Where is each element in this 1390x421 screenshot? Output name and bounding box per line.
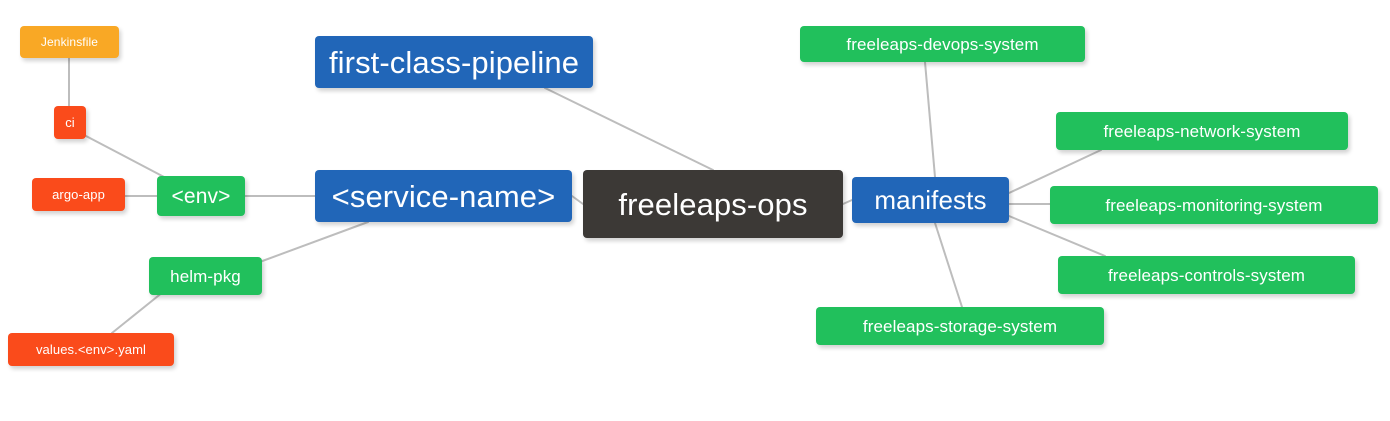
edge-e-root-manifests	[842, 199, 853, 205]
node-controls[interactable]: freeleaps-controls-system	[1058, 256, 1355, 294]
node-devops[interactable]: freeleaps-devops-system	[800, 26, 1085, 62]
node-label-service-name: <service-name>	[331, 178, 556, 214]
node-helm-pkg[interactable]: helm-pkg	[149, 257, 262, 295]
node-argo-app[interactable]: argo-app	[32, 178, 125, 211]
node-label-storage: freeleaps-storage-system	[862, 316, 1058, 336]
edge-e-env-ci	[85, 135, 167, 179]
node-manifests[interactable]: manifests	[852, 177, 1009, 223]
node-monitoring[interactable]: freeleaps-monitoring-system	[1050, 186, 1378, 224]
node-env[interactable]: <env>	[157, 176, 245, 216]
edge-e-helm-values	[111, 291, 164, 334]
node-label-argo-app: argo-app	[52, 187, 105, 202]
edge-e-service-helm	[256, 221, 369, 264]
node-label-ci: ci	[65, 115, 75, 130]
edge-e-manifests-storage	[934, 222, 963, 308]
node-label-devops: freeleaps-devops-system	[846, 34, 1039, 54]
node-network[interactable]: freeleaps-network-system	[1056, 112, 1348, 150]
node-ci[interactable]: ci	[54, 106, 86, 139]
node-label-controls: freeleaps-controls-system	[1107, 265, 1306, 285]
node-values-yaml[interactable]: values.<env>.yaml	[8, 333, 174, 366]
node-label-network: freeleaps-network-system	[1103, 121, 1301, 141]
node-root[interactable]: freeleaps-ops	[583, 170, 843, 238]
node-label-monitoring: freeleaps-monitoring-system	[1105, 195, 1323, 215]
node-storage[interactable]: freeleaps-storage-system	[816, 307, 1104, 345]
node-label-jenkinsfile: Jenkinsfile	[40, 35, 99, 49]
node-label-manifests: manifests	[874, 185, 987, 215]
node-label-helm-pkg: helm-pkg	[170, 266, 241, 286]
node-service-name[interactable]: <service-name>	[315, 170, 572, 222]
node-label-pipeline: first-class-pipeline	[328, 44, 580, 80]
edge-e-manifests-devops	[924, 61, 936, 178]
node-label-root: freeleaps-ops	[618, 186, 808, 222]
edge-e-root-service	[571, 195, 584, 205]
node-label-values-yaml: values.<env>.yaml	[35, 342, 147, 357]
node-jenkinsfile[interactable]: Jenkinsfile	[20, 26, 119, 58]
node-label-env: <env>	[171, 184, 231, 208]
node-pipeline[interactable]: first-class-pipeline	[315, 36, 593, 88]
edge-e-root-pipeline	[544, 87, 714, 171]
